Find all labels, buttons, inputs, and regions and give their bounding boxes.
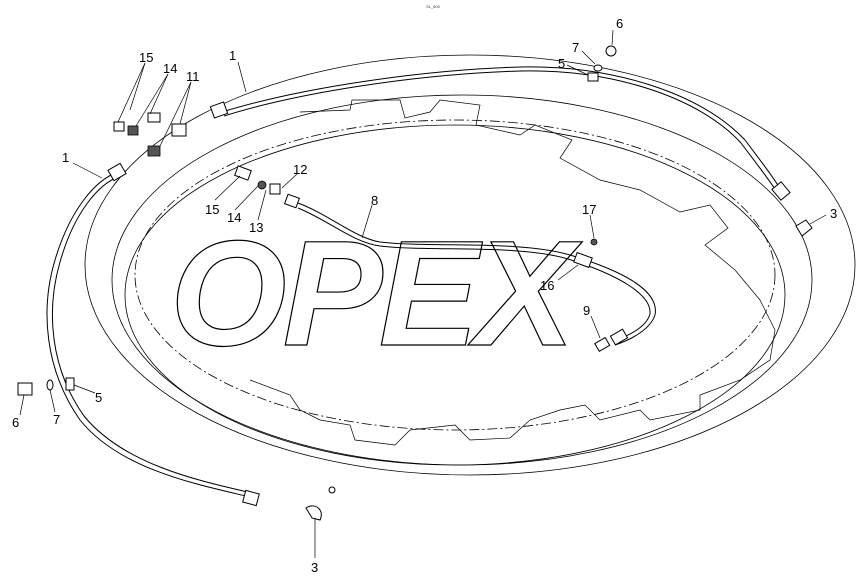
bolt-17 <box>590 238 598 246</box>
center-line <box>134 119 776 431</box>
pipe-nut-bottom <box>242 489 260 507</box>
tee-15 <box>234 165 252 181</box>
elbow-cap-bottom <box>328 486 336 494</box>
callouts: 1 1 3 3 5 5 6 6 7 7 8 9 11 12 13 14 14 1… <box>12 16 837 575</box>
ring-outlines <box>84 54 856 476</box>
callout-5-left: 5 <box>95 390 102 405</box>
elbow-bottom <box>305 505 322 521</box>
fitting-9b <box>609 328 629 346</box>
callout-9: 9 <box>583 303 590 318</box>
callout-14-top: 14 <box>163 61 177 76</box>
callout-15-middle: 15 <box>205 202 219 217</box>
callout-17: 17 <box>582 202 596 217</box>
union-13 <box>269 183 281 195</box>
fittings <box>17 45 813 521</box>
callout-13: 13 <box>249 220 263 235</box>
leader-lines <box>19 29 827 558</box>
callout-11: 11 <box>186 69 200 84</box>
washer-7-left <box>46 379 54 391</box>
bolt-6-left <box>17 382 33 396</box>
callout-6-top: 6 <box>616 16 623 31</box>
nut-12 <box>284 193 300 209</box>
header-code: S1_600 <box>426 4 441 9</box>
callout-6-left: 6 <box>12 415 19 430</box>
pipe-1-upper <box>221 66 784 194</box>
pipe-nut-left <box>107 162 127 182</box>
callout-7-top: 7 <box>572 40 579 55</box>
fitting-15a <box>113 121 125 132</box>
callout-14-middle: 14 <box>227 210 241 225</box>
watermark-text: OPEX <box>170 209 583 377</box>
callout-15-top: 15 <box>139 50 153 65</box>
callout-8: 8 <box>371 193 378 208</box>
outer-ring <box>84 54 856 476</box>
callout-16: 16 <box>540 278 554 293</box>
fitting-14b <box>147 112 161 123</box>
watermark: OPEX <box>169 99 776 446</box>
clamp-5-top <box>587 72 599 82</box>
callout-3-bottom: 3 <box>311 560 318 575</box>
fitting-14a <box>127 125 139 136</box>
callout-12: 12 <box>293 162 307 177</box>
inner-ring <box>124 124 786 466</box>
fitting-15b <box>147 145 161 157</box>
pipe-1-left <box>46 171 251 498</box>
bolt-6-top <box>605 45 617 57</box>
callout-1-top: 1 <box>229 48 236 63</box>
fitting-9 <box>594 336 611 353</box>
clamp-5-left <box>65 377 75 391</box>
callout-5-top: 5 <box>558 56 565 71</box>
elbow-right <box>795 219 813 237</box>
callout-3-right: 3 <box>830 206 837 221</box>
callout-1-left: 1 <box>62 150 69 165</box>
watermark-gear <box>249 99 776 446</box>
fitting-11 <box>171 123 187 137</box>
pipe-nut-top <box>209 101 229 119</box>
clamp-16 <box>573 251 593 269</box>
pipe-nut-right <box>771 181 791 201</box>
seal-14 <box>257 180 267 190</box>
washer-7-top <box>593 64 603 72</box>
callout-7-left: 7 <box>53 412 60 427</box>
